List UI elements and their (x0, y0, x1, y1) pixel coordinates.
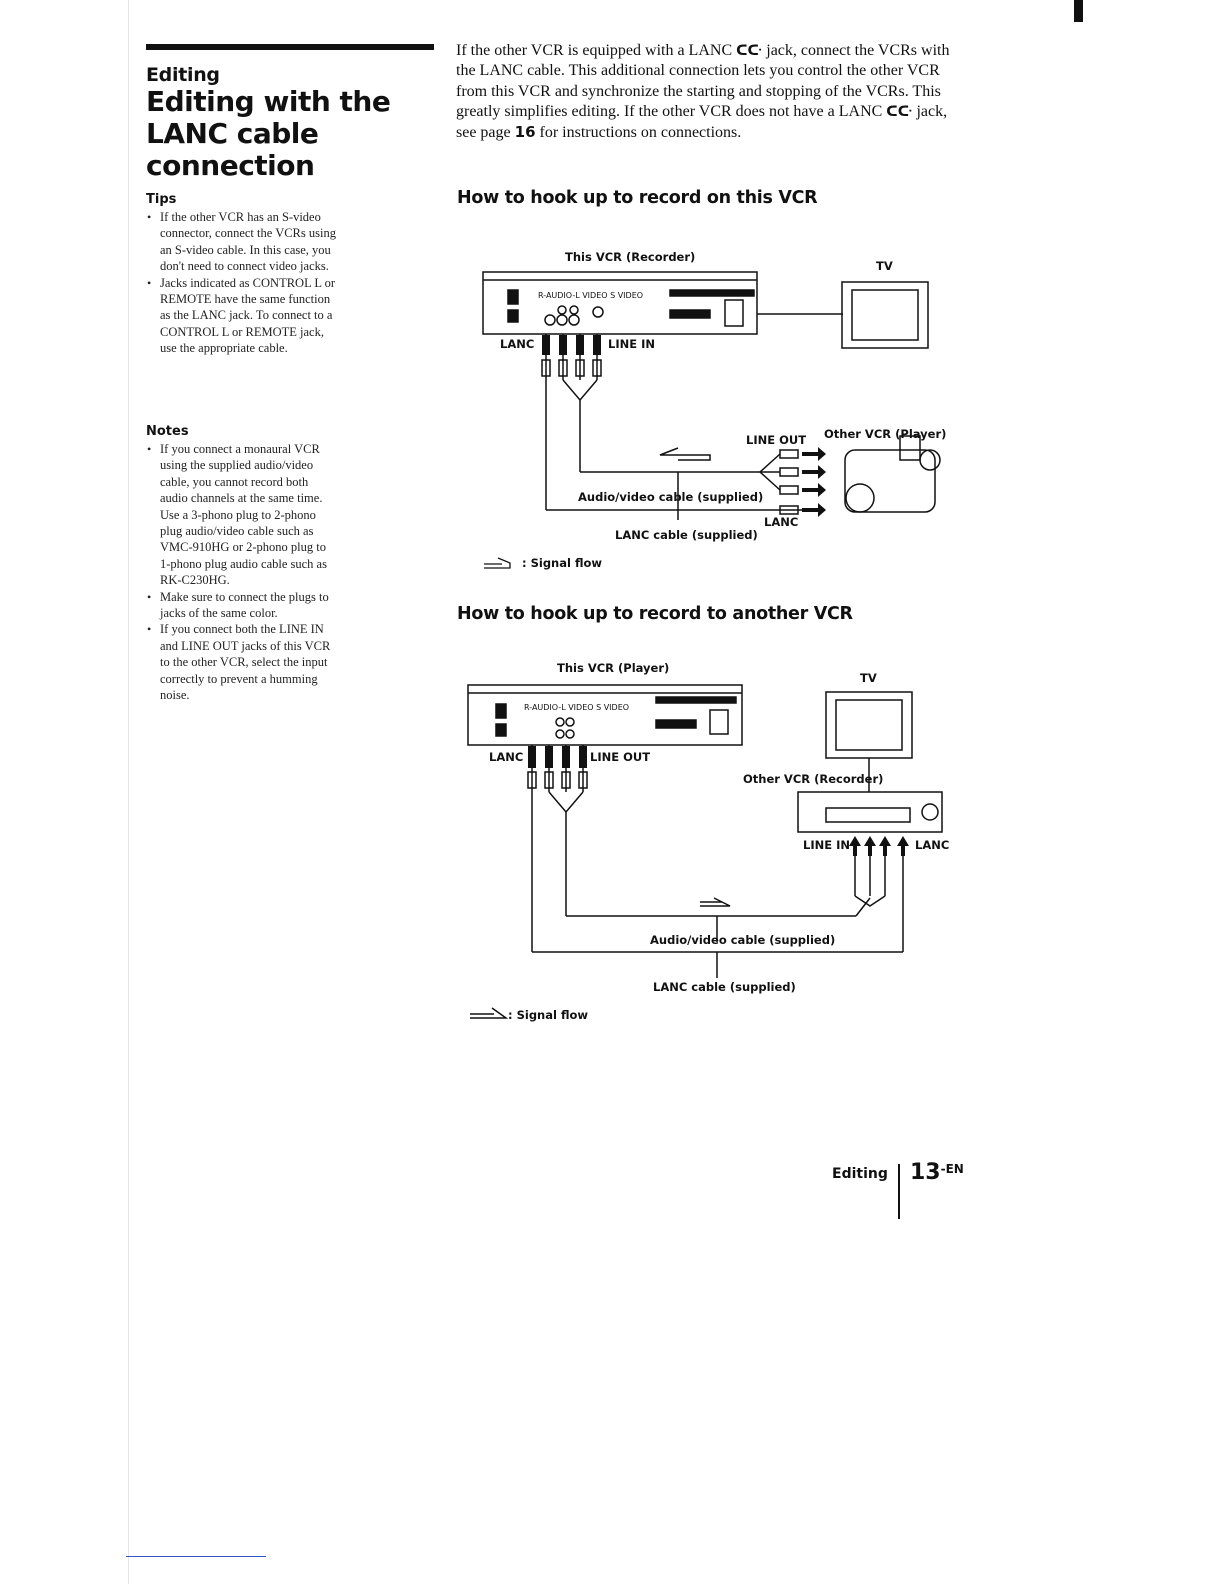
av-cable-label: Audio/video cable (supplied) (650, 933, 835, 947)
line-in-label: LINE IN (803, 838, 850, 852)
thumb-tab-mark (1074, 0, 1083, 22)
note-item: If you connect a monaural VCR using the … (146, 441, 336, 589)
page-title: Editing with the LANC cable connection (146, 85, 391, 182)
page-reference: 16 (514, 123, 536, 142)
lanc-cable-label: LANC cable (supplied) (615, 528, 758, 542)
this-vcr-body-icon (467, 684, 743, 746)
page-number-value: 13 (910, 1160, 941, 1185)
note-item: Make sure to connect the plugs to jacks … (146, 589, 336, 622)
tips-list: If the other VCR has an S-video connecto… (146, 209, 336, 357)
intro-text: jack, connect the VCRs with the LANC cab… (456, 42, 950, 120)
other-lanc-label: LANC (764, 515, 798, 529)
other-vcr-camcorder-icon (844, 449, 936, 513)
section2-heading: How to hook up to record to another VCR (457, 604, 853, 624)
jack-labels: R-AUDIO-L VIDEO S VIDEO (538, 291, 643, 300)
section1-heading: How to hook up to record on this VCR (457, 188, 818, 208)
page-number-suffix: -EN (940, 1162, 964, 1176)
intro-text: for instructions on connections. (539, 124, 742, 142)
intro-text: If the other VCR is equipped with a LANC (456, 42, 733, 59)
lanc-label: LANC (500, 337, 534, 351)
tv-icon (825, 691, 913, 759)
line-out-label: LINE OUT (746, 433, 806, 447)
heading-rule (146, 44, 434, 50)
other-lanc-label: LANC (915, 838, 949, 852)
other-vcr-recorder-label: Other VCR (Recorder) (743, 772, 883, 786)
diagram-record-to-another-vcr: This VCR (Player) TV R-AUDIO-L VIDEO S V… (467, 661, 949, 1022)
line-in-label: LINE IN (608, 337, 655, 351)
lanc-symbol-icon: ᑕᑢ (736, 43, 763, 59)
notes-list: If you connect a monaural VCR using the … (146, 441, 336, 704)
other-vcr-player-label: Other VCR (Player) (824, 427, 946, 441)
this-vcr-player-label: This VCR (Player) (557, 661, 669, 675)
this-vcr-body-icon (482, 271, 758, 335)
bottom-rule (126, 1556, 266, 1557)
tip-item: If the other VCR has an S-video connecto… (146, 209, 336, 275)
jack-labels: R-AUDIO-L VIDEO S VIDEO (524, 703, 629, 712)
tv-label: TV (876, 259, 893, 273)
section-label: Editing (146, 64, 220, 86)
av-cable-label: Audio/video cable (supplied) (578, 490, 763, 504)
line-out-label: LINE OUT (590, 750, 650, 764)
notes-heading: Notes (146, 424, 189, 439)
diagram-record-on-this-vcr: This VCR (Recorder) TV R-AUDIO-L VIDEO S… (482, 250, 946, 570)
tips-heading: Tips (146, 192, 177, 207)
page-number: 13-EN (910, 1160, 964, 1185)
tv-icon (841, 281, 929, 349)
lanc-cable-label: LANC cable (supplied) (653, 980, 796, 994)
signal-flow-legend: : Signal flow (522, 556, 602, 570)
intro-text: jack, see page (456, 102, 948, 142)
tip-item: Jacks indicated as CONTROL L or REMOTE h… (146, 275, 336, 357)
footer-divider (898, 1164, 900, 1219)
intro-paragraph: If the other VCR is equipped with a LANC… (456, 41, 971, 143)
page-margin-line (128, 0, 129, 1584)
lanc-symbol-icon: ᑕᑢ (886, 103, 913, 120)
lanc-label: LANC (489, 750, 523, 764)
signal-flow-legend: : Signal flow (508, 1008, 588, 1022)
footer-section-label: Editing (832, 1166, 888, 1182)
note-item: If you connect both the LINE IN and LINE… (146, 621, 336, 703)
tv-label: TV (860, 671, 877, 685)
this-vcr-recorder-label: This VCR (Recorder) (565, 250, 695, 264)
other-vcr-recorder-icon (797, 791, 943, 833)
